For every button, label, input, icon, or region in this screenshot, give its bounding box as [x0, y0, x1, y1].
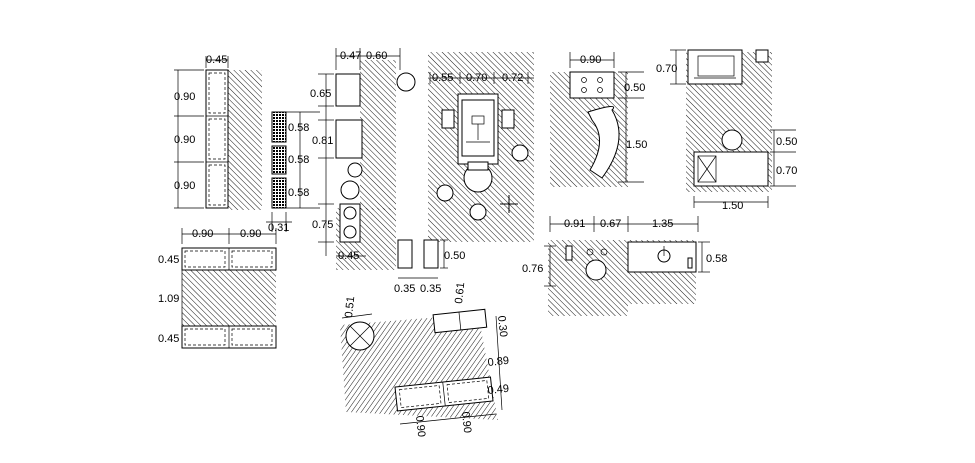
dim-109: 1.09: [158, 293, 179, 305]
shoe-racks: [266, 111, 320, 232]
dim-090-a: 0.90: [174, 91, 195, 103]
dim-045-t1: 0.45: [158, 254, 179, 266]
dim-035-b: 0.35: [420, 283, 441, 295]
dim-058-desk: 0.58: [706, 253, 727, 265]
living-pieces: [318, 48, 416, 257]
dim-070-bed2: 0.70: [776, 165, 797, 177]
kitchen-unit: [569, 52, 644, 183]
dim-067: 0.67: [600, 218, 621, 230]
dim-090-t2: 0.90: [240, 228, 261, 240]
hatch-table: [182, 270, 276, 328]
dim-090-c: 0.90: [174, 180, 195, 192]
dim-058-a: 0.58: [288, 122, 309, 134]
dim-150-kit: 1.50: [626, 139, 647, 151]
dim-045-bot: 0.45: [338, 250, 359, 262]
dim-090-t1: 0.90: [192, 228, 213, 240]
table-benches: [181, 228, 277, 349]
dim-090-b: 0.90: [174, 134, 195, 146]
dim-060-top: 0.60: [366, 50, 387, 62]
dim-r089: 0.89: [487, 355, 510, 369]
rotated-furniture: [341, 308, 503, 425]
dim-058-b: 0.58: [288, 154, 309, 166]
dim-055: 0.55: [432, 72, 453, 84]
dim-r090-a: 0.90: [413, 415, 427, 438]
dim-045-top: 0.45: [206, 54, 227, 66]
dim-075: 0.75: [312, 219, 333, 231]
desk-unit: [544, 216, 710, 287]
dim-050-bath: 0.50: [444, 250, 465, 262]
dim-r061: 0.61: [453, 282, 467, 305]
hatched-zones: [182, 52, 772, 420]
dim-031: 0.31: [268, 222, 289, 234]
dim-047: 0.47: [340, 50, 361, 62]
dim-070-mid: 0.70: [466, 72, 487, 84]
dim-035-a: 0.35: [394, 283, 415, 295]
hatch-living: [360, 60, 396, 210]
dim-135: 1.35: [652, 218, 673, 230]
dim-045-t2: 0.45: [158, 333, 179, 345]
wardrobe-unit: [174, 56, 229, 209]
dim-058-c: 0.58: [288, 187, 309, 199]
bathroom-fixtures: [397, 72, 534, 279]
dim-r049: 0.49: [487, 383, 510, 397]
dim-r090-b: 0.90: [459, 411, 473, 434]
dim-081: 0.81: [312, 135, 333, 147]
dim-090-kit: 0.90: [580, 54, 601, 66]
dim-091: 0.91: [564, 218, 585, 230]
dim-r051: 0.51: [343, 296, 357, 319]
dim-076: 0.76: [522, 263, 543, 275]
dim-070-bed: 0.70: [656, 63, 677, 75]
dim-150-bed: 1.50: [722, 200, 743, 212]
dim-072: 0.72: [502, 72, 523, 84]
dim-050-bed: 0.50: [776, 136, 797, 148]
dim-065: 0.65: [310, 88, 331, 100]
hatch-wardrobe: [228, 70, 262, 210]
hatch-desk: [548, 240, 628, 316]
dim-r030: 0.30: [495, 315, 509, 338]
dim-050-kit: 0.50: [624, 82, 645, 94]
bed-unit: [670, 49, 796, 208]
